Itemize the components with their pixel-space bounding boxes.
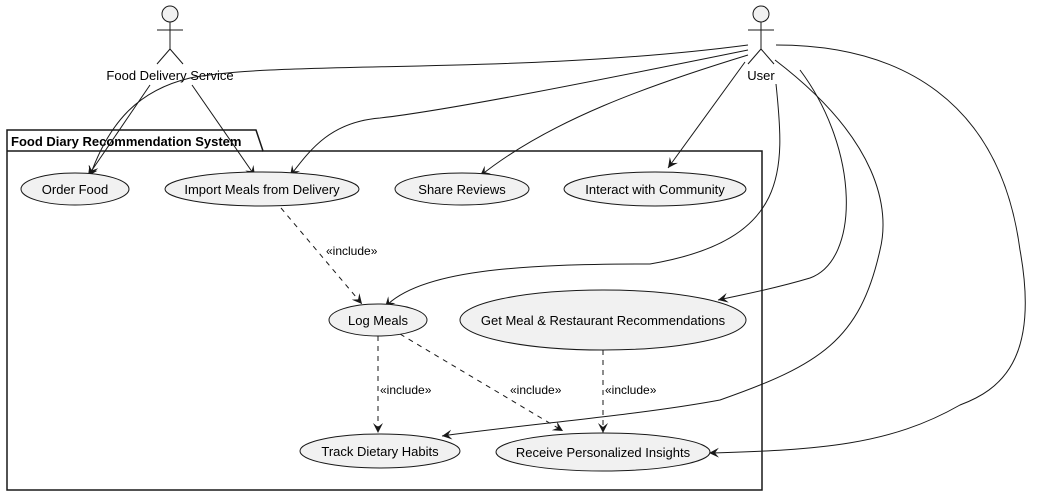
usecase-label: Share Reviews <box>418 182 506 197</box>
actor-user: User <box>747 5 775 83</box>
association-user-log-meals <box>384 83 781 308</box>
usecase-receive-insights: Receive Personalized Insights <box>495 432 711 472</box>
usecase-label: Track Dietary Habits <box>321 444 439 459</box>
association-user-import-meals <box>289 49 749 177</box>
include-labels: «include» «include» «include» «include» <box>326 244 657 397</box>
association-user-interact-community <box>667 61 746 169</box>
usecase-import-meals: Import Meals from Delivery <box>164 171 360 207</box>
use-cases: Order Food Import Meals from Delivery Sh… <box>20 171 747 472</box>
usecase-label: Log Meals <box>348 313 408 328</box>
actor-stick-figure-icon <box>747 5 775 65</box>
usecase-get-recommendations: Get Meal & Restaurant Recommendations <box>459 289 747 351</box>
actor-label: Food Delivery Service <box>106 68 233 83</box>
association-user-order-food <box>88 44 749 177</box>
include-relationships <box>280 207 608 433</box>
include-label: «include» <box>605 383 657 397</box>
actor-stick-figure-icon <box>156 5 184 65</box>
association-user-share-reviews <box>479 54 749 177</box>
actor-label: User <box>747 68 775 83</box>
include-label: «include» <box>510 383 562 397</box>
usecase-share-reviews: Share Reviews <box>394 172 530 206</box>
associations <box>87 44 1026 458</box>
system-boundary: Food Diary Recommendation System <box>6 129 763 491</box>
association-user-receive-insights <box>708 44 1026 458</box>
association-user-track-habits <box>441 59 884 440</box>
usecase-order-food: Order Food <box>20 172 130 206</box>
association-user-get-recommendations <box>717 69 847 303</box>
usecase-label: Get Meal & Restaurant Recommendations <box>481 313 726 328</box>
include-label: «include» <box>380 383 432 397</box>
usecase-label: Interact with Community <box>585 182 725 197</box>
usecase-track-habits: Track Dietary Habits <box>299 433 461 469</box>
system-title: Food Diary Recommendation System <box>11 134 241 149</box>
usecase-label: Import Meals from Delivery <box>184 182 340 197</box>
usecase-label: Order Food <box>42 182 108 197</box>
usecase-interact-community: Interact with Community <box>563 171 747 207</box>
actor-food-delivery-service: Food Delivery Service <box>106 5 234 83</box>
usecase-log-meals: Log Meals <box>328 303 428 337</box>
include-label: «include» <box>326 244 378 258</box>
association-fds-import-meals <box>191 84 256 177</box>
usecase-label: Receive Personalized Insights <box>516 445 691 460</box>
association-fds-order-food <box>87 84 151 177</box>
include-import-log <box>280 207 363 305</box>
include-log-insights <box>399 333 564 432</box>
